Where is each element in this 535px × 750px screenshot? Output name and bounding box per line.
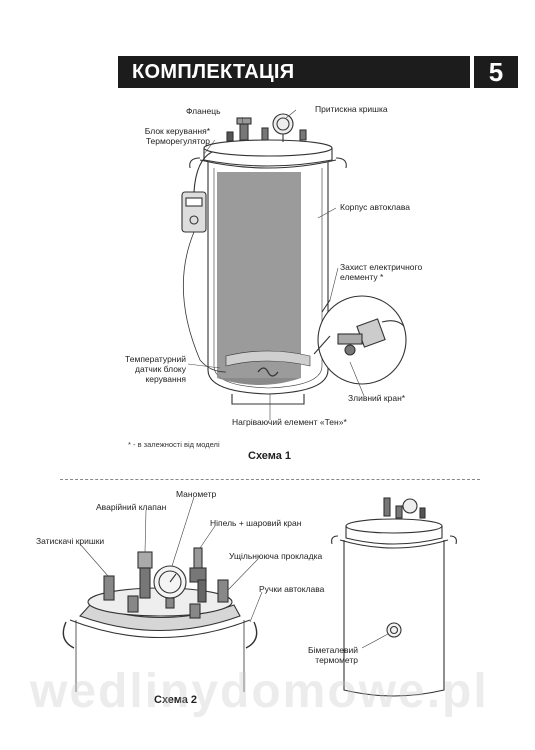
section-divider	[60, 479, 480, 480]
label-flange: Фланець	[186, 106, 221, 116]
label-gasket: Ущільнююча прокладка	[229, 551, 323, 561]
label-emergency-valve: Аварійний клапан	[96, 502, 167, 512]
label-bimetal-line2: термометр	[315, 655, 358, 665]
label-control-block-line2: Терморегулятор	[145, 136, 210, 146]
label-protection-line1: Захист електричного	[340, 262, 423, 272]
label-nipple: Ніпель + шаровий кран	[210, 518, 302, 528]
caption-scheme1: Схема 1	[248, 450, 292, 462]
watermark: wedlinydomowe.pl	[30, 665, 489, 718]
label-manometer: Манометр	[176, 489, 217, 499]
autoclave-side-drawing	[331, 497, 457, 697]
footnote: * - в залежності від моделі	[128, 440, 220, 449]
label-protection: Захист електричного елементу *	[340, 262, 422, 282]
label-handles: Ручки автоклава	[259, 584, 325, 594]
label-heater: Нагріваючий елемент «Тен»*	[232, 417, 347, 427]
label-control-block-line1: Блок керування*	[144, 126, 210, 136]
page-title: КОМПЛЕКТАЦІЯ	[118, 56, 470, 88]
autoclave-main-drawing	[181, 113, 407, 405]
label-drain-valve: Зливний кран*	[348, 393, 406, 403]
leader-lines-scheme1	[187, 109, 365, 420]
label-body: Корпус автоклава	[340, 202, 411, 212]
label-clamps: Затискачі кришки	[36, 536, 105, 546]
page-number: 5	[474, 56, 518, 88]
caption-scheme2: Схема 2	[154, 694, 198, 706]
lid-closeup-drawing	[62, 547, 258, 692]
label-bimetal: Біметалевий термометр	[296, 645, 358, 665]
leader-lines-scheme2	[79, 496, 263, 623]
label-temp-sensor: Температурний датчик блоку керування	[96, 354, 186, 384]
bimetal-leader	[361, 633, 389, 649]
label-control-block: Блок керування* Терморегулятор	[116, 126, 210, 146]
label-temp-sensor-line3: керування	[145, 374, 186, 384]
label-press-lid: Притискна кришка	[315, 104, 388, 114]
label-temp-sensor-line2: датчик блоку	[135, 364, 186, 374]
label-temp-sensor-line1: Температурний	[125, 354, 186, 364]
label-protection-line2: елементу *	[340, 272, 384, 282]
label-bimetal-line1: Біметалевий	[308, 645, 358, 655]
